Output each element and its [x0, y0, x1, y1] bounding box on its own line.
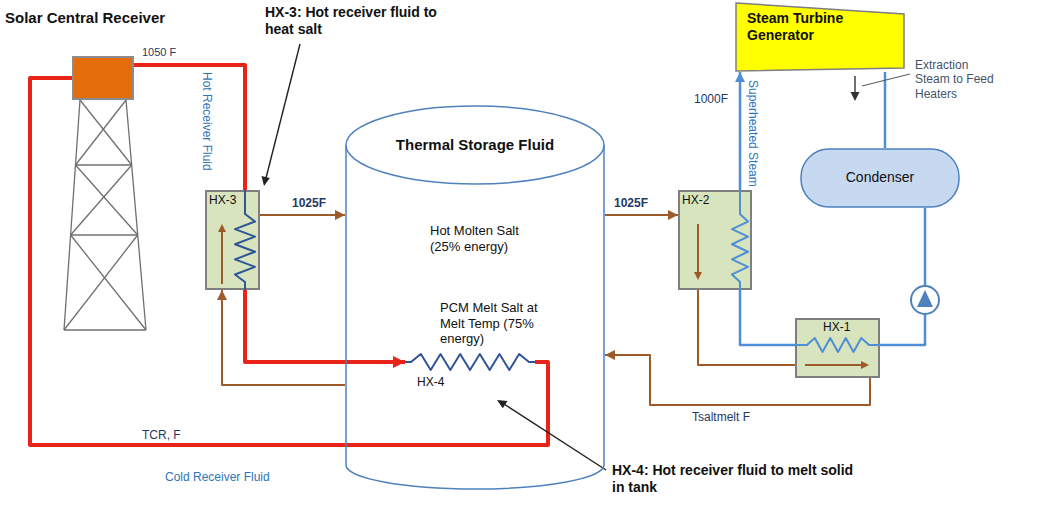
feedwater-line: [740, 290, 795, 345]
callout-note: HX-3: Hot receiver fluid to heat salt: [265, 4, 451, 38]
exchanger-name: HX-3: [209, 193, 236, 207]
arrow-head: [694, 272, 702, 280]
tank-zone-text: PCM Melt Salt at Melt Temp (75% energy): [440, 300, 552, 347]
turbine-name: Steam Turbine Generator: [747, 10, 897, 44]
tower-brace: [71, 165, 132, 235]
condenser-name: Condenser: [810, 169, 950, 186]
tank-top: [346, 106, 604, 184]
connector-group: [30, 65, 925, 445]
condenser-vessel: Condenser: [800, 148, 960, 208]
exchanger-name: HX-4: [417, 375, 444, 389]
temperature-label: 1050 F: [140, 46, 178, 59]
tank-zone-text: Hot Molten Salt (25% energy): [430, 223, 530, 254]
flow-name: Cold Receiver Fluid: [165, 470, 270, 484]
heat-exchanger-box: HX-3: [205, 190, 260, 290]
tower-strut: [64, 329, 146, 330]
flow-name: Hot Receiver Fluid: [200, 72, 214, 171]
salt-line: [698, 290, 795, 365]
leader-head: [497, 400, 508, 408]
tank-title: Thermal Storage Fluid: [375, 136, 575, 154]
hot-salt-line: [260, 214, 345, 216]
tower-brace: [76, 100, 127, 165]
flow-arrow: [805, 361, 869, 369]
heat-exchanger-box: HX-2: [678, 190, 752, 290]
tower-brace: [76, 165, 138, 235]
extraction-arrow: [851, 74, 911, 101]
coil-symbol: [732, 190, 748, 290]
storage-tank: Thermal Storage FluidHot Molten Salt (25…: [345, 105, 605, 490]
feedwater-line: [880, 208, 925, 345]
exchanger-name: HX-2: [682, 193, 709, 207]
storage-tank-outline: [345, 105, 605, 490]
coil-symbol: [405, 354, 535, 370]
temperature-label: 1025F: [290, 196, 328, 210]
vessel-outline: [801, 149, 959, 207]
box-outline: [206, 191, 259, 289]
tower-brace: [80, 100, 132, 165]
pump-casing: [911, 286, 939, 314]
leader-line: [504, 404, 606, 470]
tank-wall: [346, 145, 604, 489]
temperature-label: TCR, F: [140, 428, 183, 442]
callout-note: HX-4: Hot receiver fluid to melt solid i…: [612, 462, 862, 496]
box-outline: [796, 319, 879, 377]
receiver-box-outline: [72, 56, 134, 100]
temperature-label: 1000F: [692, 92, 730, 106]
tower-brace: [64, 235, 138, 330]
extraction-head: [851, 92, 860, 101]
exchanger-name: HX-1: [823, 320, 850, 334]
tower-strut: [76, 164, 132, 165]
extraction-line: [854, 76, 855, 93]
hx3-leader: [262, 44, 301, 186]
temperature-label: 1025F: [612, 196, 650, 210]
steam-turbine: Steam Turbine Generator: [735, 2, 905, 72]
heat-exchanger-box: HX-1: [795, 318, 880, 378]
leader-head: [262, 176, 270, 186]
receiver-box: Solar Central Receiver: [72, 56, 134, 100]
pump-symbol: [917, 290, 933, 307]
flow-arrow: [694, 224, 702, 280]
temperature-label: Tsaltmelt F: [690, 410, 752, 424]
tower-lattice: [64, 100, 146, 330]
tower-leg: [126, 100, 146, 330]
salt-return-line: [222, 290, 345, 385]
box-outline: [73, 57, 133, 99]
flow-name: Superheated Steam: [746, 80, 760, 187]
hot-receiver-line: [245, 290, 405, 362]
steam-line: [739, 72, 742, 190]
arrow-shaft: [221, 232, 223, 284]
turbine-outline: [736, 3, 904, 71]
arrow-shaft: [697, 224, 699, 272]
hot-salt-line: [605, 214, 678, 216]
feed-pump: [911, 286, 939, 314]
tower-leg: [64, 100, 80, 330]
tower-strut: [71, 234, 138, 235]
coil-symbol: [235, 190, 255, 290]
arrow-shaft: [805, 364, 861, 366]
exhaust-line: [884, 72, 887, 148]
arrow-head: [861, 361, 869, 369]
leader-line: [266, 44, 300, 178]
tower-brace: [71, 235, 146, 330]
box-outline: [679, 191, 751, 289]
leader-line: [862, 74, 910, 86]
hx4-leader: [497, 400, 606, 470]
receiver-title: Solar Central Receiver: [5, 9, 165, 27]
melt-coil: HX-4: [405, 348, 535, 394]
coil-symbol: [795, 338, 880, 352]
callout-note: Extraction Steam to Feed Heaters: [915, 58, 1003, 101]
hot-receiver-line: [134, 65, 245, 190]
flow-arrow: [218, 224, 226, 284]
arrow-head: [218, 224, 226, 232]
